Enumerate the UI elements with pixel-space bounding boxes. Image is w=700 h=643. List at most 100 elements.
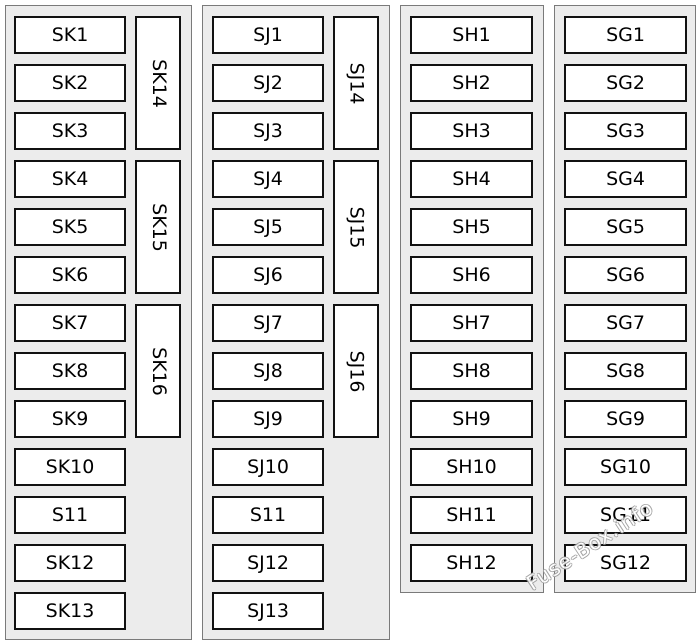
fuse-label: SJ8 — [253, 359, 283, 382]
fuse-label: SK12 — [45, 551, 95, 574]
fuse-sg-6: SG6 — [564, 256, 687, 294]
fuse-sj-9: SJ9 — [212, 400, 324, 438]
fuse-sg-7: SG7 — [564, 304, 687, 342]
fuse-label: SH9 — [452, 407, 491, 430]
fuse-sh-4: SH4 — [410, 160, 533, 198]
fuse-label: SK1 — [51, 23, 89, 46]
fuse-sh-5: SH5 — [410, 208, 533, 246]
fuse-sh-3: SH3 — [410, 112, 533, 150]
fuse-label: SG10 — [600, 455, 651, 478]
fuse-label: SH4 — [452, 167, 491, 190]
fuse-label: SK7 — [51, 311, 89, 334]
fuse-label: SG4 — [606, 167, 645, 190]
fuse-label: SK2 — [51, 71, 89, 94]
fuse-sg-1: SG1 — [564, 16, 687, 54]
fuse-sg-11: SG11 — [564, 496, 687, 534]
fuse-sk-4: SK4 — [14, 160, 126, 198]
fuse-sk-10: SK10 — [14, 448, 126, 486]
fuse-sj-5: SJ5 — [212, 208, 324, 246]
fuse-label: SH12 — [446, 551, 497, 574]
fuse-label: SG9 — [606, 407, 645, 430]
relay-sk-3: SK16 — [135, 304, 181, 438]
relay-label: SJ15 — [345, 206, 368, 248]
fuse-label: SH10 — [446, 455, 497, 478]
fuse-sg-3: SG3 — [564, 112, 687, 150]
fuse-label: SK4 — [51, 167, 89, 190]
relay-sj-1: SJ14 — [333, 16, 379, 150]
relay-label: SJ16 — [345, 350, 368, 392]
fuse-label: SJ12 — [247, 551, 289, 574]
fuse-label: SJ13 — [247, 599, 289, 622]
fuse-label: S11 — [249, 503, 287, 526]
fuse-label: SK13 — [45, 599, 95, 622]
relay-label: SK15 — [147, 202, 170, 252]
fuse-sk-6: SK6 — [14, 256, 126, 294]
fuse-sk-7: SK7 — [14, 304, 126, 342]
fuse-sj-6: SJ6 — [212, 256, 324, 294]
fuse-label: SH7 — [452, 311, 491, 334]
fuse-label: SK8 — [51, 359, 89, 382]
fuse-sh-8: SH8 — [410, 352, 533, 390]
fuse-sj-8: SJ8 — [212, 352, 324, 390]
relay-sk-2: SK15 — [135, 160, 181, 294]
fuse-sk-2: SK2 — [14, 64, 126, 102]
fuse-label: SH5 — [452, 215, 491, 238]
fuse-sk-13: SK13 — [14, 592, 126, 630]
fuse-label: SH1 — [452, 23, 491, 46]
fuse-sj-3: SJ3 — [212, 112, 324, 150]
relay-sj-2: SJ15 — [333, 160, 379, 294]
fuse-label: SK6 — [51, 263, 89, 286]
fuse-label: SJ7 — [253, 311, 283, 334]
fuse-sh-9: SH9 — [410, 400, 533, 438]
fuse-label: SH8 — [452, 359, 491, 382]
fuse-label: SK9 — [51, 407, 89, 430]
fuse-label: SH2 — [452, 71, 491, 94]
fuse-label: SH6 — [452, 263, 491, 286]
fuse-sh-2: SH2 — [410, 64, 533, 102]
relay-sj-3: SJ16 — [333, 304, 379, 438]
fuse-label: SK10 — [45, 455, 95, 478]
fuse-sh-1: SH1 — [410, 16, 533, 54]
fuse-sg-8: SG8 — [564, 352, 687, 390]
fuse-sj-4: SJ4 — [212, 160, 324, 198]
fuse-sk-12: SK12 — [14, 544, 126, 582]
fuse-sj-11: S11 — [212, 496, 324, 534]
fuse-sh-11: SH11 — [410, 496, 533, 534]
relay-label: SK16 — [147, 346, 170, 396]
fuse-sj-7: SJ7 — [212, 304, 324, 342]
fuse-sh-12: SH12 — [410, 544, 533, 582]
fuse-label: SG8 — [606, 359, 645, 382]
fuse-label: SG12 — [600, 551, 651, 574]
fuse-label: SJ2 — [253, 71, 283, 94]
fuse-label: SG1 — [606, 23, 645, 46]
fuse-label: SJ3 — [253, 119, 283, 142]
fuse-label: SJ1 — [253, 23, 283, 46]
fuse-label: SK3 — [51, 119, 89, 142]
fuse-label: SJ10 — [247, 455, 289, 478]
fuse-sj-1: SJ1 — [212, 16, 324, 54]
fuse-sg-9: SG9 — [564, 400, 687, 438]
fuse-sh-7: SH7 — [410, 304, 533, 342]
fuse-sg-2: SG2 — [564, 64, 687, 102]
fuse-sk-3: SK3 — [14, 112, 126, 150]
fuse-label: SG2 — [606, 71, 645, 94]
fuse-sk-9: SK9 — [14, 400, 126, 438]
fuse-label: SH11 — [446, 503, 497, 526]
fuse-label: SJ5 — [253, 215, 283, 238]
fuse-label: S11 — [51, 503, 89, 526]
fuse-sj-2: SJ2 — [212, 64, 324, 102]
fuse-label: SG3 — [606, 119, 645, 142]
fuse-sj-10: SJ10 — [212, 448, 324, 486]
fuse-label: SG7 — [606, 311, 645, 334]
relay-label: SJ14 — [345, 62, 368, 104]
fuse-label: SG11 — [600, 503, 651, 526]
fuse-panel-sh — [400, 5, 544, 593]
fuse-panel-sg — [554, 5, 696, 593]
relay-label: SK14 — [147, 58, 170, 108]
fuse-label: SJ6 — [253, 263, 283, 286]
fuse-sh-6: SH6 — [410, 256, 533, 294]
fuse-sj-13: SJ13 — [212, 592, 324, 630]
fuse-sg-4: SG4 — [564, 160, 687, 198]
fuse-label: SJ4 — [253, 167, 283, 190]
fuse-sk-8: SK8 — [14, 352, 126, 390]
